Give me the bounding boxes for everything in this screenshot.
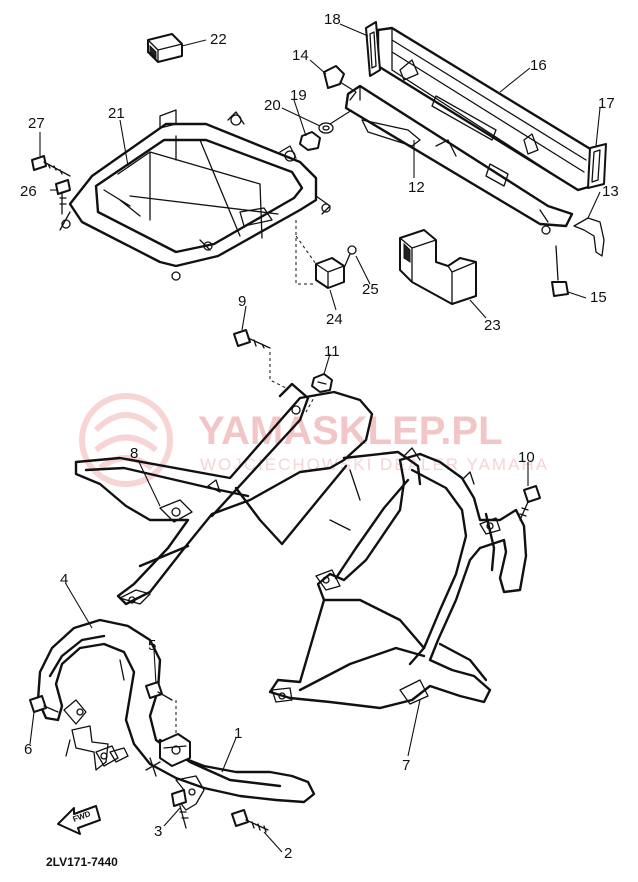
callout-11: 11 (324, 343, 340, 360)
part-23-u-block (399, 229, 477, 305)
part-3-bolt (171, 789, 189, 829)
callout-21: 21 (108, 105, 125, 122)
part-20-nut (299, 131, 321, 151)
part-14-clamp (323, 65, 357, 101)
part-9-bolt (233, 329, 271, 349)
part-7-rear-frame (268, 447, 528, 710)
part-15-bolt (551, 245, 569, 297)
part-11-nut (311, 373, 333, 393)
callout-26: 26 (20, 183, 37, 200)
part-19-washer (318, 122, 334, 134)
callout-7: 7 (402, 757, 410, 774)
callouts: 22 21 27 26 18 16 14 17 19 20 12 13 15 2… (20, 11, 619, 862)
callout-2: 2 (284, 845, 292, 862)
part-12-rail (344, 84, 574, 235)
part-18-plate (365, 21, 381, 77)
callout-10: 10 (518, 449, 535, 466)
part-6-bolt (29, 695, 59, 713)
fwd-direction-arrow-icon: FWD (57, 805, 101, 835)
part-25-screw (343, 245, 357, 269)
part-2-bolt (231, 809, 269, 833)
callout-9: 9 (238, 293, 246, 310)
callout-27: 27 (28, 115, 45, 132)
part-22-rubber-block (147, 33, 183, 63)
callout-14: 14 (292, 47, 309, 64)
watermark-subtitle: WOJCIECHOWSKI DEALER YAMAHA (200, 455, 549, 474)
callout-15: 15 (590, 289, 607, 306)
callout-19: 19 (290, 87, 307, 104)
watermark-title: YAMASKLEP.PL (198, 409, 503, 453)
callout-1: 1 (234, 725, 242, 742)
callout-22: 22 (210, 31, 227, 48)
watermark-logo-icon (79, 393, 173, 487)
callout-17: 17 (598, 95, 615, 112)
part-4-front-bumper (36, 618, 316, 804)
callout-23: 23 (484, 317, 501, 334)
callout-5: 5 (148, 637, 156, 654)
part-17-plate (587, 143, 607, 189)
callout-12: 12 (408, 179, 425, 196)
part-24-clip (315, 257, 345, 289)
part-27-bolt (31, 155, 71, 177)
part-1-bracket (145, 733, 205, 811)
part-13-bracket (573, 217, 605, 257)
callout-4: 4 (60, 571, 68, 588)
diagram-code: 2LV171-7440 (46, 855, 118, 869)
part-10-bolt (519, 485, 541, 521)
part-5-bolt (145, 681, 173, 701)
leader-lines (29, 23, 601, 853)
callout-20: 20 (264, 97, 281, 114)
part-8-guard-frame (74, 382, 422, 606)
part-26-bolt (55, 179, 71, 215)
callout-24: 24 (326, 311, 343, 328)
callout-13: 13 (602, 183, 619, 200)
part-21-upper-frame (59, 109, 331, 281)
callout-18: 18 (324, 11, 341, 28)
callout-8: 8 (130, 445, 138, 462)
watermark: YAMASKLEP.PL WOJCIECHOWSKI DEALER YAMAHA (79, 393, 549, 487)
callout-3: 3 (154, 823, 162, 840)
callout-25: 25 (362, 281, 379, 298)
callout-16: 16 (530, 57, 547, 74)
callout-6: 6 (24, 741, 32, 758)
